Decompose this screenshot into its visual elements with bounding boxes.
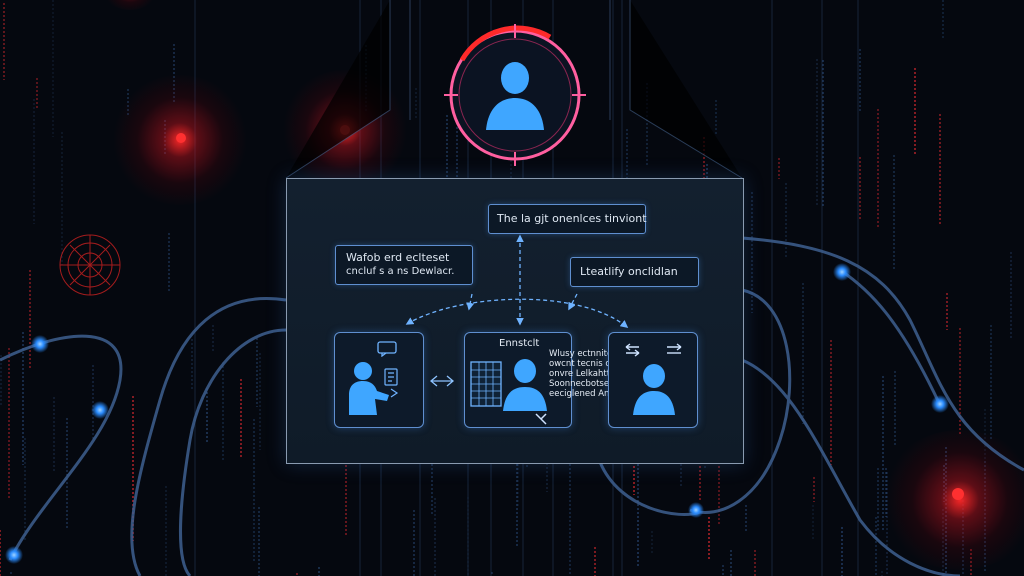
user-avatar-icon <box>486 62 544 130</box>
user-icon <box>349 362 399 415</box>
compare-arrows-icon <box>625 343 682 357</box>
side-text-line: Wlusy ectnniter <box>549 349 616 359</box>
left-role-card <box>334 332 424 428</box>
flow-connectors <box>405 234 629 387</box>
network-node <box>833 263 851 281</box>
center-role-card: Ennstclt <box>464 332 572 428</box>
red-glow-top <box>100 0 160 10</box>
center-card-title: Ennstclt <box>499 338 540 349</box>
side-text-line: eeciglened Ant. <box>549 389 616 399</box>
left-label-line2: cncluf s a ns Dewlacr. <box>346 266 455 277</box>
tool-icon <box>535 413 547 425</box>
left-label-line1: Wafob erd eclteset <box>346 251 450 264</box>
side-text-line: owcnt tecnis olc <box>549 359 618 369</box>
center-side-text: Wlusy ectnniter owcnt tecnis olc onvre L… <box>549 349 639 399</box>
side-text-line: Soonnecbotsedy <box>549 379 620 389</box>
user-icon <box>503 359 547 411</box>
left-label-box: Wafob erd eclteset cncluf s a ns Dewlacr… <box>335 245 473 285</box>
side-text-line: onvre Lelkahtte <box>549 369 616 379</box>
chat-icon <box>377 341 397 357</box>
top-label-box: The la gjt onenlces tinviont <box>488 204 647 234</box>
spreadsheet-icon <box>470 361 502 407</box>
network-node <box>931 395 949 413</box>
network-node <box>5 546 23 564</box>
top-label-text: The la gjt onenlces tinviont <box>497 212 647 225</box>
target-ring-icon <box>444 24 586 166</box>
red-emblem <box>59 234 121 296</box>
diagram-panel: The la gjt onenlces tinviont Wafob erd e… <box>286 178 744 464</box>
right-label-text: Lteatlify onclidlan <box>580 265 678 278</box>
network-node <box>688 502 704 518</box>
right-label-box: Lteatlify onclidlan <box>570 257 699 287</box>
network-node <box>31 335 49 353</box>
user-icon <box>633 364 675 415</box>
right-role-card <box>608 332 698 428</box>
network-node <box>91 401 109 419</box>
